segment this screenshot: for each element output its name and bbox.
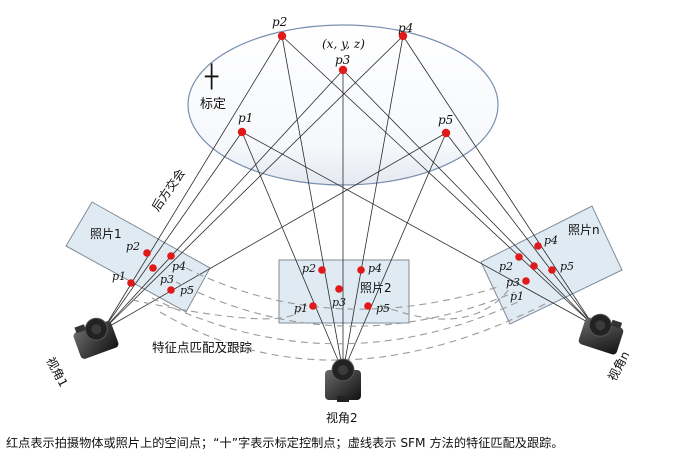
photo-2-point-labels: p2 p4 p3 p1 p5: [294, 262, 390, 315]
world-p4-label: p4: [398, 21, 413, 35]
world-point-p2: [277, 31, 287, 41]
image-point-c2-p3: [335, 285, 343, 293]
photo-1-label: 照片1: [90, 227, 122, 241]
camera-2-icon: [325, 358, 361, 402]
world-p5-label: p5: [438, 113, 453, 127]
view-n-label: 视角n: [604, 348, 632, 383]
img1-p5-label: p5: [180, 284, 194, 297]
tracking-arc: [185, 267, 502, 310]
photo-1-point-labels: p2 p4 p1 p3 p5: [112, 240, 194, 297]
img1-p3-label: p3: [160, 273, 174, 286]
camera-1-icon: [73, 317, 119, 359]
image-point-c2-p4: [357, 266, 365, 274]
image-point-cn-p4: [534, 242, 542, 250]
image-point-cn-p5: [548, 266, 556, 274]
image-point-c1-p3: [149, 264, 157, 272]
image-point-cn-p2: [515, 253, 523, 261]
photo-n-point-labels: p4 p2 p5 p3 p1: [499, 234, 574, 303]
world-point-p3: [338, 65, 348, 75]
tracking-label: 特征点匹配及跟踪: [152, 340, 253, 355]
img1-p1-label: p1: [112, 270, 126, 283]
imgn-p5-label: p5: [560, 260, 574, 273]
imgn-p3-label: p3: [506, 276, 520, 289]
image-point-c1-p4: [167, 252, 175, 260]
img2-p5-label: p5: [376, 302, 390, 315]
tracking-arc: [379, 287, 511, 320]
projection-ray: [102, 69, 344, 331]
photo-1-plane: [65, 201, 211, 313]
image-point-c1-p5: [167, 286, 175, 294]
imgn-p2-label: p2: [499, 260, 513, 273]
figure-caption: 红点表示拍摄物体或照片上的空间点；“十”字表示标定控制点；虚线表示 SFM 方法…: [6, 436, 564, 450]
img2-p3-label: p3: [332, 296, 346, 309]
img1-p4-label: p4: [172, 260, 186, 273]
tracking-arc: [159, 303, 546, 361]
resection-label: 后方交会: [148, 166, 188, 214]
photo-n-label: 照片n: [568, 223, 600, 237]
world-p1-label: p1: [238, 111, 253, 125]
image-point-c2-p2: [318, 266, 326, 274]
feature-points: [127, 31, 556, 310]
photo-2-label: 照片2: [360, 281, 392, 295]
coordinate-label: (x, y, z): [322, 37, 365, 51]
world-point-p5: [441, 128, 451, 138]
projection-ray: [281, 35, 594, 326]
imgn-p4-label: p4: [544, 234, 558, 247]
view-1-label: 视角1: [43, 354, 71, 389]
tracking-arc: [175, 281, 516, 327]
image-point-cn-p1: [522, 277, 530, 285]
img1-p2-label: p2: [126, 240, 140, 253]
projection-ray: [102, 132, 447, 331]
img2-p2-label: p2: [302, 262, 316, 275]
projection-ray: [241, 131, 344, 373]
projection-ray: [241, 131, 594, 326]
world-point-p4: [398, 31, 408, 41]
camera-n-icon: [578, 313, 624, 355]
projection-ray: [445, 132, 594, 326]
world-p2-label: p2: [272, 15, 287, 29]
projection-ray: [402, 35, 594, 326]
image-point-c2-p1: [309, 302, 317, 310]
img2-p4-label: p4: [368, 262, 382, 275]
projection-ray: [102, 131, 243, 331]
image-point-c2-p5: [364, 302, 372, 310]
image-point-c1-p1: [127, 279, 135, 287]
calibration-cross-icon: ┼: [204, 63, 219, 90]
feature-tracking-arcs: [131, 267, 546, 361]
projection-ray: [281, 35, 344, 373]
img2-p1-label: p1: [294, 302, 308, 315]
projection-ray: [342, 69, 594, 326]
tracking-arc: [151, 297, 521, 345]
image-point-cn-p3: [530, 262, 538, 270]
tracking-arc: [131, 299, 303, 320]
world-point-p1: [237, 127, 247, 137]
world-p3-label: p3: [335, 53, 351, 67]
projection-rays: [102, 35, 594, 373]
image-point-c1-p2: [143, 249, 151, 257]
world-point-labels: p2 p4 p3 p1 p5: [238, 15, 453, 127]
view-2-label: 视角2: [326, 410, 358, 425]
projection-ray: [102, 35, 404, 331]
photo-n-plane: [480, 205, 623, 325]
imgn-p1-label: p1: [510, 290, 524, 303]
calibration-label: 标定: [200, 97, 226, 112]
